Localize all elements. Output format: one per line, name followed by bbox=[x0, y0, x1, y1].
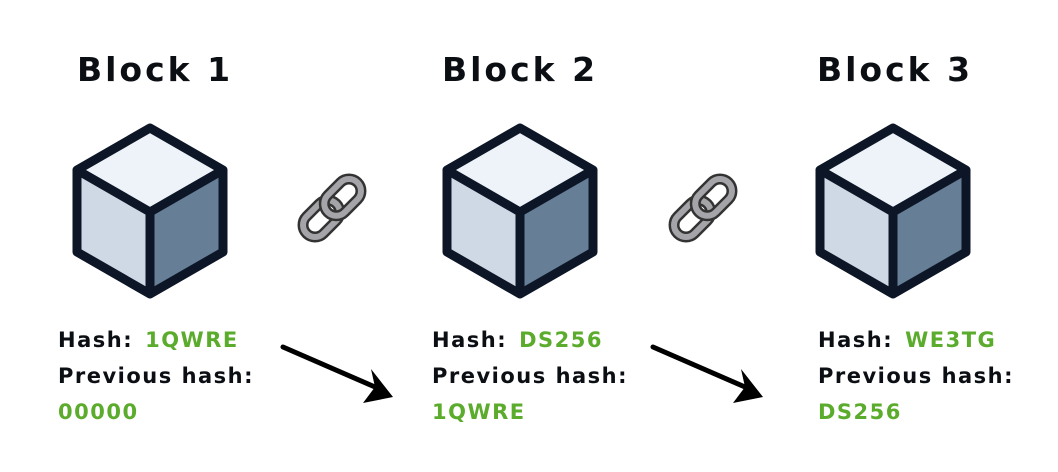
previous-hash-label: Previous hash: bbox=[818, 364, 1015, 388]
previous-hash-value: 1QWRE bbox=[432, 400, 526, 424]
arrow-icon bbox=[650, 344, 763, 403]
block-title: Block 2 bbox=[441, 50, 599, 89]
block-title: Block 1 bbox=[76, 50, 234, 89]
previous-hash-value: DS256 bbox=[818, 400, 902, 424]
previous-hash-label: Previous hash: bbox=[58, 364, 255, 388]
block-1: Block 1 Hash: 1QWRE Previous hash: 00000 bbox=[25, 0, 285, 472]
chain-link-icon bbox=[297, 173, 367, 243]
hash-label: Hash: bbox=[818, 328, 894, 352]
hash-row: Hash: 1QWRE bbox=[58, 322, 254, 358]
hash-value: 1QWRE bbox=[145, 328, 239, 352]
chain-link-icon bbox=[668, 173, 738, 243]
block-info: Hash: 1QWRE Previous hash: 00000 bbox=[58, 322, 254, 430]
cube-icon bbox=[442, 123, 598, 299]
block-3: Block 3 Hash: WE3TG Previous hash: DS256 bbox=[765, 0, 1025, 472]
block-2: Block 2 Hash: DS256 Previous hash: 1QWRE bbox=[390, 0, 650, 472]
block-title: Block 3 bbox=[816, 50, 974, 89]
cube-icon bbox=[815, 123, 971, 299]
block-info: Hash: DS256 Previous hash: 1QWRE bbox=[432, 322, 628, 430]
arrow-icon bbox=[280, 344, 393, 403]
block-info: Hash: WE3TG Previous hash: DS256 bbox=[818, 322, 1014, 430]
hash-value: WE3TG bbox=[905, 328, 997, 352]
cube-icon bbox=[72, 123, 228, 299]
hash-value: DS256 bbox=[519, 328, 603, 352]
hash-label: Hash: bbox=[432, 328, 508, 352]
hash-row: Hash: DS256 bbox=[432, 322, 628, 358]
previous-hash-value: 00000 bbox=[58, 400, 139, 424]
hash-row: Hash: WE3TG bbox=[818, 322, 1014, 358]
hash-label: Hash: bbox=[58, 328, 134, 352]
previous-hash-label: Previous hash: bbox=[432, 364, 629, 388]
